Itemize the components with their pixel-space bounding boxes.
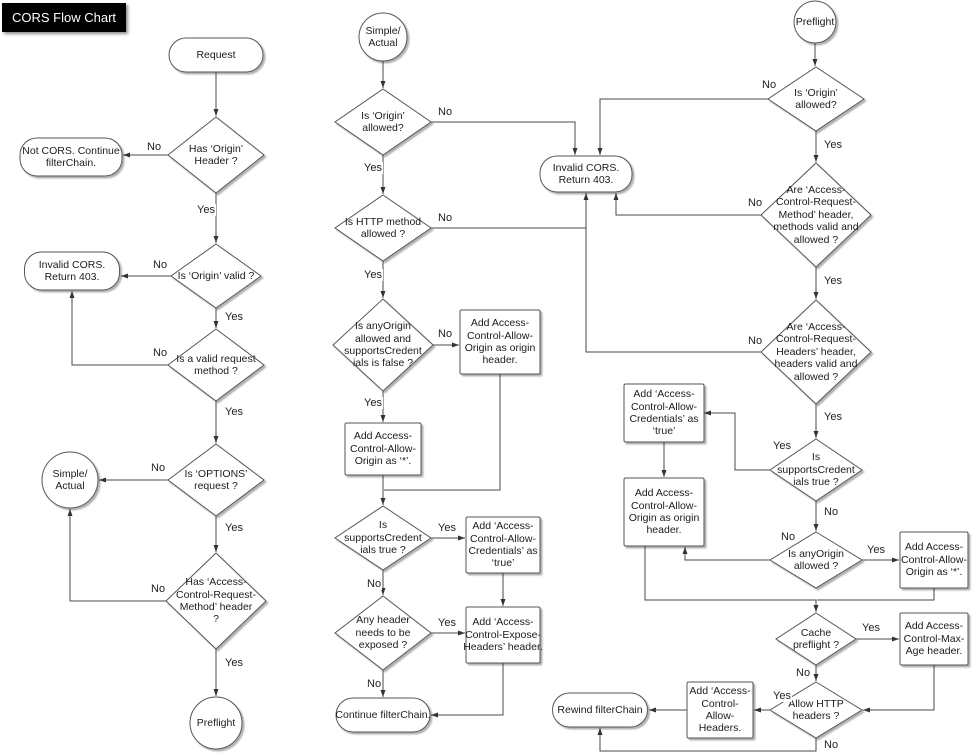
circ-preflight-right-shape — [793, 0, 837, 44]
edge-acr-headers-no — [583, 193, 761, 353]
edge-origin-header-mid-merge — [384, 374, 501, 491]
dia-has-acr-method-header-shape — [165, 552, 267, 650]
dia-origin-allowed-right-shape — [767, 66, 865, 132]
circ-preflight-left-shape — [189, 696, 243, 750]
proc-add-credentials-mid-shape — [465, 516, 541, 574]
edge-expose-to-continue — [431, 663, 504, 718]
edge-supports-right-yes — [704, 410, 770, 471]
dia-anyorigin-allowed-right-shape — [769, 531, 863, 589]
edge-origin-rect-to-cache — [644, 546, 819, 612]
proc-add-credentials-right-shape — [623, 383, 705, 443]
edge-max-age-to-allow-headers — [863, 665, 935, 713]
dia-acr-headers-valid-shape — [760, 299, 872, 405]
dia-cache-preflight-shape — [775, 612, 857, 666]
term-rewind-filterchain-shape — [552, 692, 648, 728]
edge-allow-headers-no — [597, 728, 817, 752]
term-invalid-cors-mid-shape — [539, 155, 633, 193]
dia-supports-credentials-mid-shape — [334, 505, 432, 571]
edge-acr-method-left-no — [67, 509, 166, 602]
proc-add-expose-headers-shape — [465, 606, 541, 664]
term-continue-filterchain-shape — [335, 697, 431, 733]
circ-simple-actual-mid-shape — [358, 12, 408, 62]
dia-options-request-shape — [167, 443, 265, 517]
chart-title: CORS Flow Chart — [2, 3, 127, 32]
dia-allow-http-headers-shape — [769, 681, 863, 739]
proc-add-max-age-shape — [899, 612, 969, 666]
connector-layer — [67, 43, 935, 752]
dia-http-method-allowed-shape — [334, 194, 432, 262]
proc-add-origin-star-right-shape — [899, 531, 969, 589]
circ-simple-actual-left-shape — [41, 451, 99, 509]
dia-origin-allowed-mid-shape — [334, 88, 432, 156]
edge-star-right-merge — [817, 588, 935, 601]
dia-anyorigin-supports-false-shape — [332, 298, 434, 392]
edge-anyorigin-right-no — [682, 547, 770, 561]
edge-origin-allowed-mid-no — [431, 121, 578, 155]
dia-valid-request-method-shape — [167, 328, 265, 402]
term-invalid-cors-left-shape — [24, 251, 120, 291]
edge-origin-right-no — [597, 98, 768, 155]
shape-layer — [19, 0, 969, 750]
edge-acr-method-right-no — [613, 193, 761, 216]
dia-acr-method-valid-shape — [760, 162, 872, 268]
edge-valid-method-no — [69, 291, 168, 366]
proc-add-origin-star-mid-shape — [344, 422, 422, 476]
dia-has-origin-header-shape — [167, 116, 265, 194]
dia-any-header-exposed-shape — [334, 595, 432, 671]
proc-add-allow-headers-shape — [686, 681, 754, 739]
term-request-shape — [168, 37, 264, 73]
dia-supports-credentials-right-shape — [769, 438, 863, 502]
proc-add-origin-header-mid-shape — [459, 309, 541, 375]
proc-add-origin-header-right-shape — [623, 477, 705, 547]
dia-is-origin-valid-shape — [170, 243, 262, 309]
term-not-cors-shape — [19, 137, 123, 177]
